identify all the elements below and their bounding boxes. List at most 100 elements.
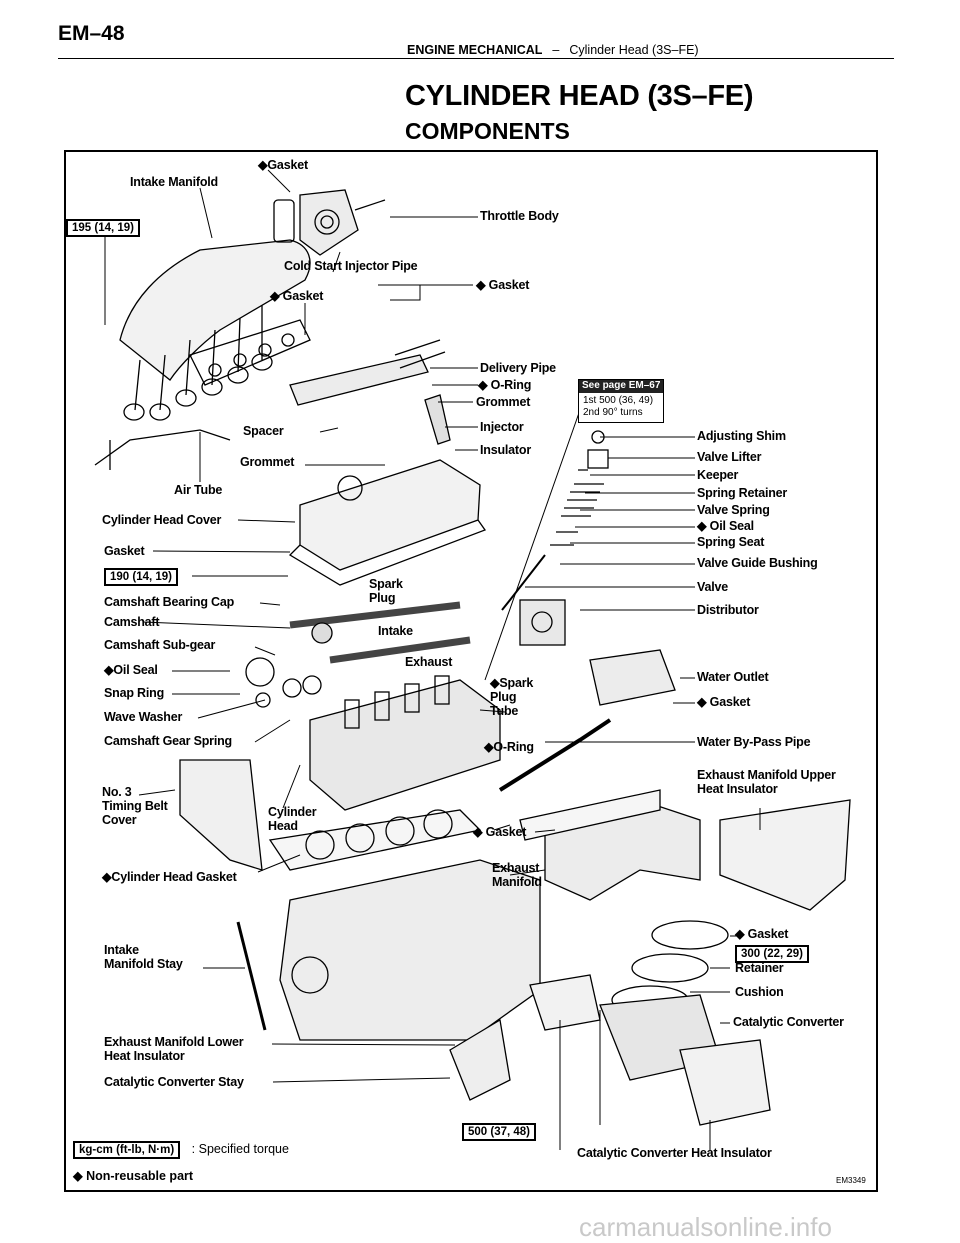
label-exhaust-manifold: Exhaust Manifold	[492, 861, 542, 889]
label-exhaust: Exhaust	[405, 655, 453, 669]
water-outlet-part	[589, 649, 676, 706]
label-gasket-right: ◆ Gasket	[476, 278, 530, 292]
label-water-outlet: Water Outlet	[697, 670, 769, 684]
leader-lines	[104, 169, 761, 1150]
converter-heat-insulator-part	[679, 1039, 771, 1126]
watermark: carmanualsonline.info	[579, 1212, 832, 1242]
label-intake: Intake	[378, 624, 413, 638]
label-cold-start-injector-pipe: Cold Start Injector Pipe	[284, 259, 418, 273]
label-valve-guide-bushing: Valve Guide Bushing	[697, 556, 818, 570]
label-snap-ring: Snap Ring	[104, 686, 165, 700]
label-grommet-upper: Grommet	[476, 395, 531, 409]
engine-block-part	[279, 859, 541, 1041]
page-number: EM–48	[58, 22, 125, 45]
gasket-ring-part	[651, 920, 729, 950]
torque-note-line2: 2nd 90° turns	[583, 407, 643, 418]
air-tube-part	[94, 429, 231, 470]
label-cylinder-head-cover: Cylinder Head Cover	[102, 513, 222, 527]
label-gasket-cover: Gasket	[104, 544, 145, 558]
injector-part	[424, 394, 451, 445]
camshaft-parts	[245, 601, 471, 708]
label-valve: Valve	[697, 580, 728, 594]
label-air-tube: Air Tube	[174, 483, 223, 497]
label-exhaust-manifold-upper: Exhaust Manifold Upper Heat Insulator	[697, 768, 836, 796]
legend-torque: kg-cm (ft-lb, N·m) : Specified torque	[73, 1141, 289, 1159]
section-title: ENGINE MECHANICAL	[407, 43, 543, 57]
label-camshaft-sub-gear: Camshaft Sub-gear	[104, 638, 216, 652]
label-o-ring: ◆ O-Ring	[478, 378, 532, 392]
label-cushion: Cushion	[735, 985, 784, 999]
legend-unit-box: kg-cm (ft-lb, N·m)	[73, 1141, 181, 1159]
label-oil-seal-cam: ◆Oil Seal	[104, 663, 158, 677]
label-wave-washer: Wave Washer	[104, 710, 183, 724]
legend-nonreusable: ◆ Non-reusable part	[73, 1169, 194, 1183]
torque-300: 300 (22, 29)	[735, 945, 810, 963]
intake-manifold-part	[119, 239, 311, 421]
throttle-body-part	[273, 189, 386, 256]
label-gasket-manifold: ◆ Gasket	[270, 289, 324, 303]
torque-195: 195 (14, 19)	[66, 219, 141, 237]
label-retainer: Retainer	[735, 961, 784, 975]
torque-note-line1: 1st 500 (36, 49)	[583, 394, 654, 406]
label-cylinder-head-gasket: ◆Cylinder Head Gasket	[102, 870, 237, 884]
cylinder-head-part	[309, 675, 501, 811]
label-oil-seal-valve: ◆ Oil Seal	[697, 519, 754, 533]
header-separator: –	[552, 43, 560, 57]
distributor-part	[519, 599, 566, 646]
manifold-gasket-part	[189, 319, 311, 386]
label-camshaft-bearing-cap: Camshaft Bearing Cap	[104, 595, 235, 609]
torque-note-box: See page EM–67 1st 500 (36, 49) 2nd 90° …	[578, 379, 665, 423]
page-title: CYLINDER HEAD (3S–FE)	[405, 80, 754, 112]
delivery-pipe-part	[289, 339, 446, 406]
label-intake-manifold: Intake Manifold	[130, 175, 218, 189]
label-timing-belt-cover: No. 3 Timing Belt Cover	[102, 785, 168, 827]
label-camshaft: Camshaft	[104, 615, 160, 629]
subsection-title: Cylinder Head (3S–FE)	[569, 43, 699, 57]
label-catalytic-converter: Catalytic Converter	[733, 1015, 844, 1029]
label-spacer: Spacer	[243, 424, 284, 438]
torque-500: 500 (37, 48)	[462, 1123, 537, 1141]
label-injector: Injector	[480, 420, 524, 434]
torque-190: 190 (14, 19)	[104, 568, 179, 586]
label-o-ring-lower: ◆O-Ring	[484, 740, 534, 754]
header-rule	[58, 58, 894, 59]
label-gasket-top: ◆Gasket	[258, 158, 308, 172]
page-subtitle: COMPONENTS	[405, 118, 570, 144]
label-keeper: Keeper	[697, 468, 739, 482]
label-grommet-lower: Grommet	[240, 455, 295, 469]
diagram-frame	[64, 150, 878, 1192]
label-spark-plug-tube: ◆Spark Plug Tube	[490, 676, 534, 718]
label-camshaft-gear-spring: Camshaft Gear Spring	[104, 734, 232, 748]
label-spark-plug: Spark Plug	[369, 577, 403, 605]
label-gasket-exhaust: ◆ Gasket	[473, 825, 527, 839]
catalytic-converter-stay-part	[449, 1018, 511, 1101]
label-insulator: Insulator	[480, 443, 531, 457]
figure-code: EM3349	[836, 1176, 866, 1185]
exhaust-heat-insulator-part	[719, 799, 851, 911]
label-spring-retainer: Spring Retainer	[697, 486, 788, 500]
retainer-ring-part	[631, 953, 709, 983]
cylinder-head-gasket-part	[268, 809, 482, 871]
label-gasket-converter: ◆ Gasket	[735, 927, 789, 941]
intake-manifold-stay-part	[236, 921, 267, 1031]
label-exhaust-manifold-lower: Exhaust Manifold Lower Heat Insulator	[104, 1035, 244, 1063]
label-valve-lifter: Valve Lifter	[697, 450, 762, 464]
timing-belt-cover-part	[179, 759, 263, 871]
label-catalytic-converter-stay: Catalytic Converter Stay	[104, 1075, 244, 1089]
label-distributor: Distributor	[697, 603, 759, 617]
label-gasket-water: ◆ Gasket	[697, 695, 751, 709]
label-water-bypass-pipe: Water By-Pass Pipe	[697, 735, 811, 749]
valve-train-parts	[501, 430, 609, 611]
legend-specified-text: : Specified torque	[191, 1142, 289, 1156]
label-throttle-body: Throttle Body	[480, 209, 559, 223]
cylinder-head-cover-part	[288, 459, 487, 586]
label-adjusting-shim: Adjusting Shim	[697, 429, 786, 443]
label-cylinder-head: Cylinder Head	[268, 805, 317, 833]
label-valve-spring: Valve Spring	[697, 503, 770, 517]
label-catalytic-converter-heat-insulator: Catalytic Converter Heat Insulator	[577, 1146, 772, 1160]
running-header: ENGINE MECHANICAL–Cylinder Head (3S–FE)	[407, 43, 699, 57]
water-bypass-pipe-part	[498, 718, 612, 792]
exhaust-lower-insulator-part	[529, 974, 601, 1031]
label-delivery-pipe: Delivery Pipe	[480, 361, 556, 375]
